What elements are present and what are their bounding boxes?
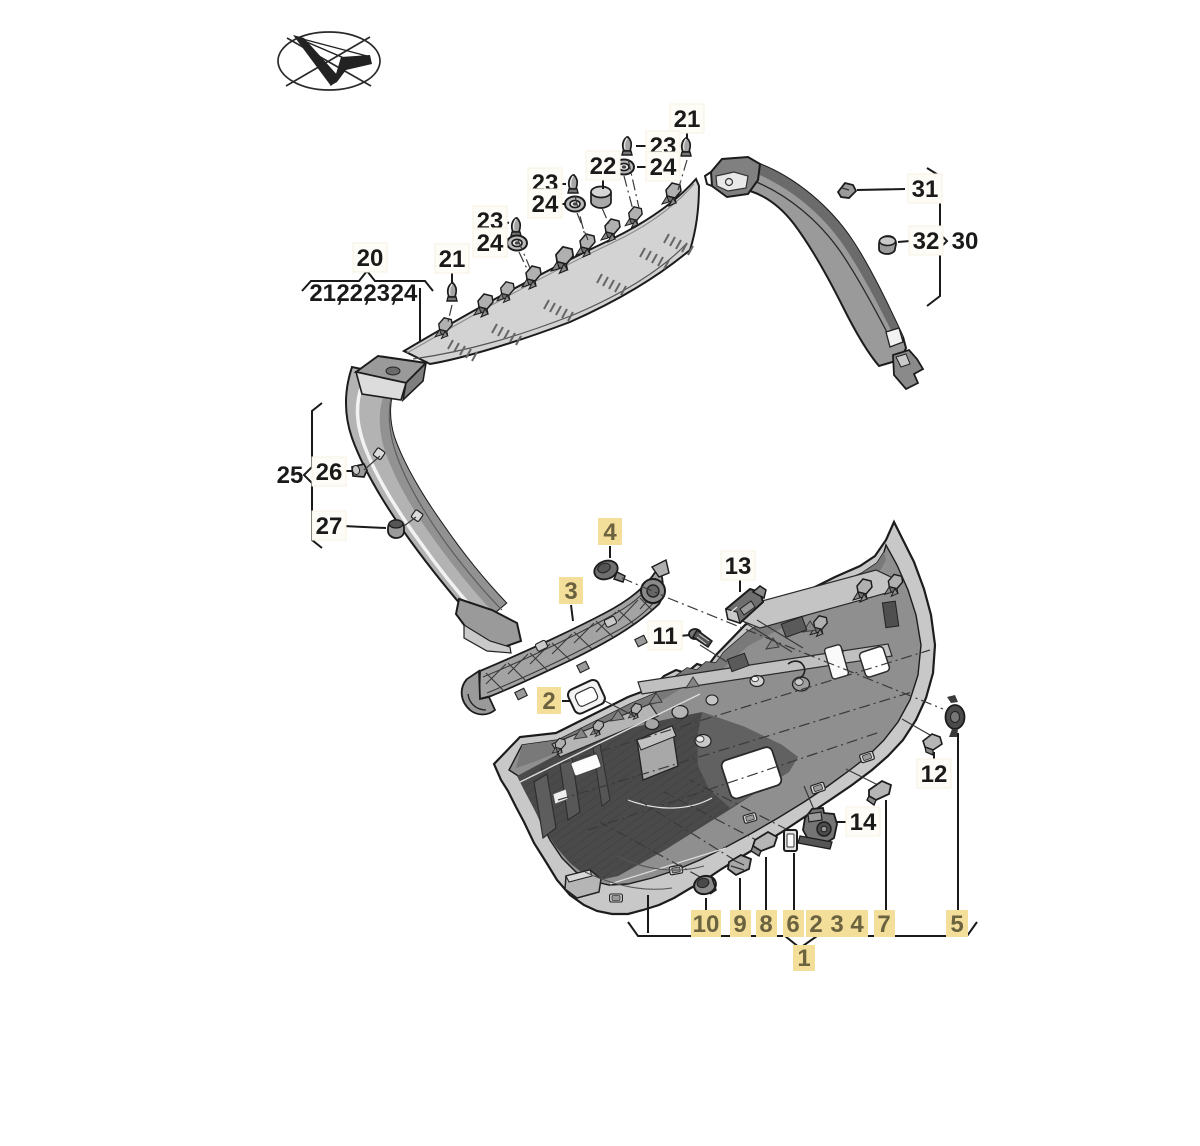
svg-text:20: 20: [357, 245, 384, 272]
svg-text:6: 6: [786, 911, 799, 938]
svg-text:4: 4: [603, 519, 617, 546]
svg-text:27: 27: [316, 513, 343, 540]
svg-text:10: 10: [693, 911, 720, 938]
svg-text:5: 5: [950, 911, 963, 938]
svg-text:2: 2: [542, 688, 555, 715]
svg-text:13: 13: [725, 553, 752, 580]
svg-text:25: 25: [277, 462, 304, 489]
svg-text:21: 21: [439, 246, 466, 273]
svg-text:32: 32: [913, 228, 940, 255]
svg-text:26: 26: [316, 459, 343, 486]
svg-text:21: 21: [674, 106, 701, 133]
svg-text:3: 3: [830, 911, 843, 938]
svg-text:23,: 23,: [363, 280, 396, 307]
svg-text:24: 24: [391, 280, 418, 307]
svg-text:22: 22: [590, 153, 617, 180]
svg-text:24: 24: [532, 191, 559, 218]
svg-text:9: 9: [733, 911, 746, 938]
svg-text:11: 11: [652, 623, 677, 650]
svg-text:21,: 21,: [309, 280, 342, 307]
svg-text:8: 8: [759, 911, 772, 938]
svg-text:14: 14: [850, 809, 877, 836]
svg-text:24: 24: [477, 230, 504, 257]
svg-text:12: 12: [921, 761, 948, 788]
svg-text:2: 2: [809, 911, 822, 938]
svg-text:22,: 22,: [336, 280, 369, 307]
svg-text:7: 7: [877, 911, 890, 938]
svg-text:4: 4: [850, 911, 864, 938]
svg-text:30: 30: [952, 228, 979, 255]
svg-text:3: 3: [564, 578, 577, 605]
svg-text:24: 24: [650, 154, 677, 181]
svg-text:1: 1: [797, 945, 810, 972]
svg-text:31: 31: [912, 176, 939, 203]
